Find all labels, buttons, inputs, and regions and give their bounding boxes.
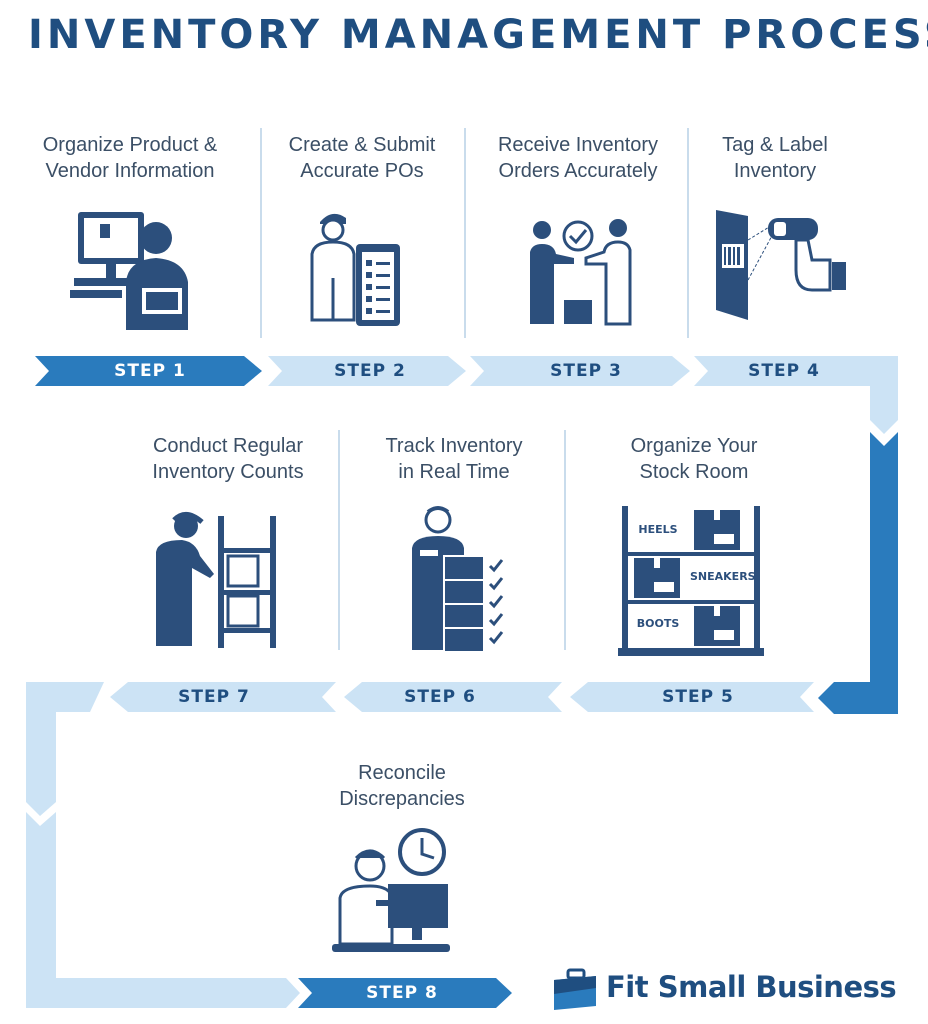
step-2-label: STEP 2 — [334, 361, 406, 381]
step-5-text: Organize Your Stock Room — [594, 433, 794, 485]
step-4-label: STEP 4 — [748, 361, 820, 381]
step-8-arrow — [298, 978, 512, 1008]
brand-logo: Fit Small Business — [552, 968, 898, 1014]
step-1-text-line: Vendor Information — [45, 160, 215, 182]
step-1-label: STEP 1 — [114, 361, 186, 381]
divider — [464, 128, 466, 338]
worker-clock-computer-icon — [332, 828, 450, 952]
step-1-arrow — [35, 356, 262, 386]
step-8-label: STEP 8 — [366, 983, 438, 1003]
worker-clipboard-icon — [310, 213, 400, 326]
step-7-arrow — [110, 682, 336, 712]
step-2-arrow — [268, 356, 466, 386]
step-6-text-line: in Real Time — [398, 461, 510, 483]
shelf-label-boots: BOOTS — [636, 617, 680, 630]
right-connector-arrow — [818, 432, 898, 714]
step-8-text: Reconcile Discrepancies — [302, 760, 502, 812]
step-2-text-line: Create & Submit — [288, 134, 436, 156]
page-title: INVENTORY MANAGEMENT PROCESS — [28, 12, 928, 58]
step-6-arrow — [344, 682, 562, 712]
divider — [260, 128, 262, 338]
divider — [687, 128, 689, 338]
step-2-text: Create & Submit Accurate POs — [252, 132, 472, 184]
step-3-text-line: Receive Inventory — [497, 134, 659, 156]
step-8-text-line: Discrepancies — [339, 788, 465, 810]
barcode-scanner-icon — [716, 210, 846, 320]
left-lower-connector-arrow — [26, 812, 300, 1008]
step-4-text-line: Inventory — [733, 160, 817, 182]
stock-shelves-icon — [618, 506, 764, 656]
handshake-delivery-icon — [530, 219, 632, 326]
briefcase-icon — [554, 968, 596, 1010]
step-6-label: STEP 6 — [404, 687, 476, 707]
shelf-label-sneakers: SNEAKERS — [690, 570, 756, 583]
step-5-text-line: Stock Room — [639, 461, 749, 483]
step-7-text: Conduct Regular Inventory Counts — [118, 433, 338, 485]
step-4-arrow — [694, 356, 898, 434]
left-connector-arrow — [26, 682, 104, 816]
step-5-label: STEP 5 — [662, 687, 734, 707]
step-1-text: Organize Product & Vendor Information — [20, 132, 240, 184]
step-3-arrow — [470, 356, 690, 386]
shelf-label-heels: HEELS — [638, 523, 678, 536]
step-6-text: Track Inventory in Real Time — [354, 433, 554, 485]
step-7-text-line: Inventory Counts — [152, 461, 304, 483]
computer-user-icon — [70, 212, 188, 330]
divider — [338, 430, 340, 650]
step-8-text-line: Reconcile — [358, 762, 446, 784]
step-2-text-line: Accurate POs — [300, 160, 424, 182]
step-4-text: Tag & Label Inventory — [690, 132, 860, 184]
step-3-text-line: Orders Accurately — [498, 160, 658, 182]
worker-shelf-count-icon — [156, 512, 276, 648]
brand-name: Fit Small Business — [606, 970, 897, 1004]
step-4-text-line: Tag & Label — [722, 134, 828, 156]
divider — [564, 430, 566, 650]
step-5-arrow — [570, 682, 814, 712]
step-1-text-line: Organize Product & — [42, 134, 218, 156]
step-5-text-line: Organize Your — [630, 435, 758, 457]
step-3-label: STEP 3 — [550, 361, 622, 381]
step-3-text: Receive Inventory Orders Accurately — [468, 132, 688, 184]
step-7-text-line: Conduct Regular — [152, 435, 304, 457]
worker-boxes-checklist-icon — [412, 506, 504, 653]
step-6-text-line: Track Inventory — [385, 435, 523, 457]
step-7-label: STEP 7 — [178, 687, 250, 707]
